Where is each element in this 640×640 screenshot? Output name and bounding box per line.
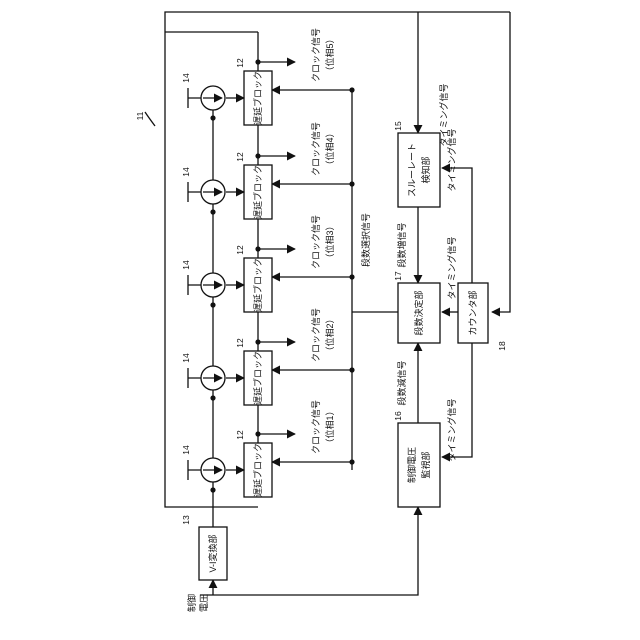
- current-source-ref: 14: [181, 260, 191, 270]
- clock-phase-label: （位相2）: [324, 314, 335, 355]
- clock-signal-label: クロック信号: [310, 122, 321, 176]
- bias-node: [210, 302, 215, 307]
- control-voltage-input-label-2: 電圧: [199, 594, 209, 612]
- delay-block-label: 遅延ブロック: [252, 71, 263, 125]
- clock-phase-label: （位相1）: [324, 406, 335, 447]
- stage-select-node: [349, 367, 354, 372]
- clock-signal-label: クロック信号: [310, 28, 321, 82]
- clock-phase-label: （位相5）: [324, 34, 335, 75]
- stage-select-node: [349, 87, 354, 92]
- delay-block-label: 遅延ブロック: [252, 351, 263, 405]
- stage-select-node: [349, 181, 354, 186]
- vi-converter-label: V-I変換部: [207, 534, 218, 572]
- figure-ref: 11: [135, 111, 145, 120]
- current-source-ref: 14: [181, 167, 191, 177]
- bias-node: [210, 487, 215, 492]
- stage-select-node: [349, 274, 354, 279]
- stage-select-node: [349, 459, 354, 464]
- figure-ref-leader: [145, 112, 155, 126]
- stage-increase-signal-label: 段数増信号: [396, 222, 407, 267]
- clock-signal-label: クロック信号: [310, 400, 321, 454]
- control-voltage-line: [200, 507, 418, 595]
- ground-symbol: [188, 182, 201, 202]
- delay-block-ref: 12: [235, 245, 245, 255]
- timing-signal-decider-label: タイミング信号: [446, 236, 457, 299]
- slew-rate-detector-label-2: 検知部: [420, 156, 431, 183]
- ground-symbol: [188, 88, 201, 108]
- bias-node: [210, 115, 215, 120]
- ground-symbol: [188, 368, 201, 388]
- stage-decrease-signal-label: 段数減信号: [396, 360, 407, 405]
- clock-signal-label: クロック信号: [310, 215, 321, 269]
- ground-symbol: [188, 460, 201, 480]
- stage-count-decider-ref: 17: [393, 271, 403, 281]
- current-source-ref: 14: [181, 73, 191, 83]
- ground-symbol: [188, 275, 201, 295]
- bias-node: [210, 395, 215, 400]
- control-voltage-monitor-box: [398, 423, 440, 507]
- right-feedback-line: [492, 12, 510, 312]
- control-voltage-monitor-ref: 16: [393, 411, 403, 421]
- delay-block-label: 遅延ブロック: [252, 443, 263, 497]
- counter-label: カウンタ部: [467, 290, 478, 335]
- timing-signal-slew-label: タイミング信号: [446, 128, 457, 191]
- stage-count-decider-label: 段数決定部: [413, 290, 424, 335]
- slew-rate-detector-box: [398, 133, 440, 207]
- top-feedback-bus: [165, 12, 510, 32]
- counter-ref: 18: [497, 341, 507, 351]
- clock-phase-label: （位相4）: [324, 128, 335, 169]
- clock-signal-label: クロック信号: [310, 308, 321, 362]
- control-voltage-input-label-1: 制御: [186, 594, 197, 612]
- current-source-ref: 14: [181, 353, 191, 363]
- delay-block-ref: 12: [235, 338, 245, 348]
- control-voltage-monitor-label-1: 制御電圧: [406, 447, 417, 483]
- vi-converter-ref: 13: [181, 515, 191, 525]
- current-source-ref: 14: [181, 445, 191, 455]
- delay-block-label: 遅延ブロック: [252, 165, 263, 219]
- delay-block-ref: 12: [235, 58, 245, 68]
- timing-signal-monitor-label: タイミング信号: [446, 398, 457, 461]
- clock-phase-label: （位相3）: [324, 221, 335, 262]
- delay-block-ref: 12: [235, 430, 245, 440]
- slew-rate-detector-label-1: スルーレート: [407, 143, 417, 197]
- slew-rate-detector-ref: 15: [393, 121, 403, 131]
- stage-select-signal-label: 段数選択信号: [360, 213, 371, 267]
- control-voltage-monitor-label-2: 監視部: [420, 451, 431, 478]
- bias-node: [210, 209, 215, 214]
- delay-block-ref: 12: [235, 152, 245, 162]
- delay-block-label: 遅延ブロック: [252, 258, 263, 312]
